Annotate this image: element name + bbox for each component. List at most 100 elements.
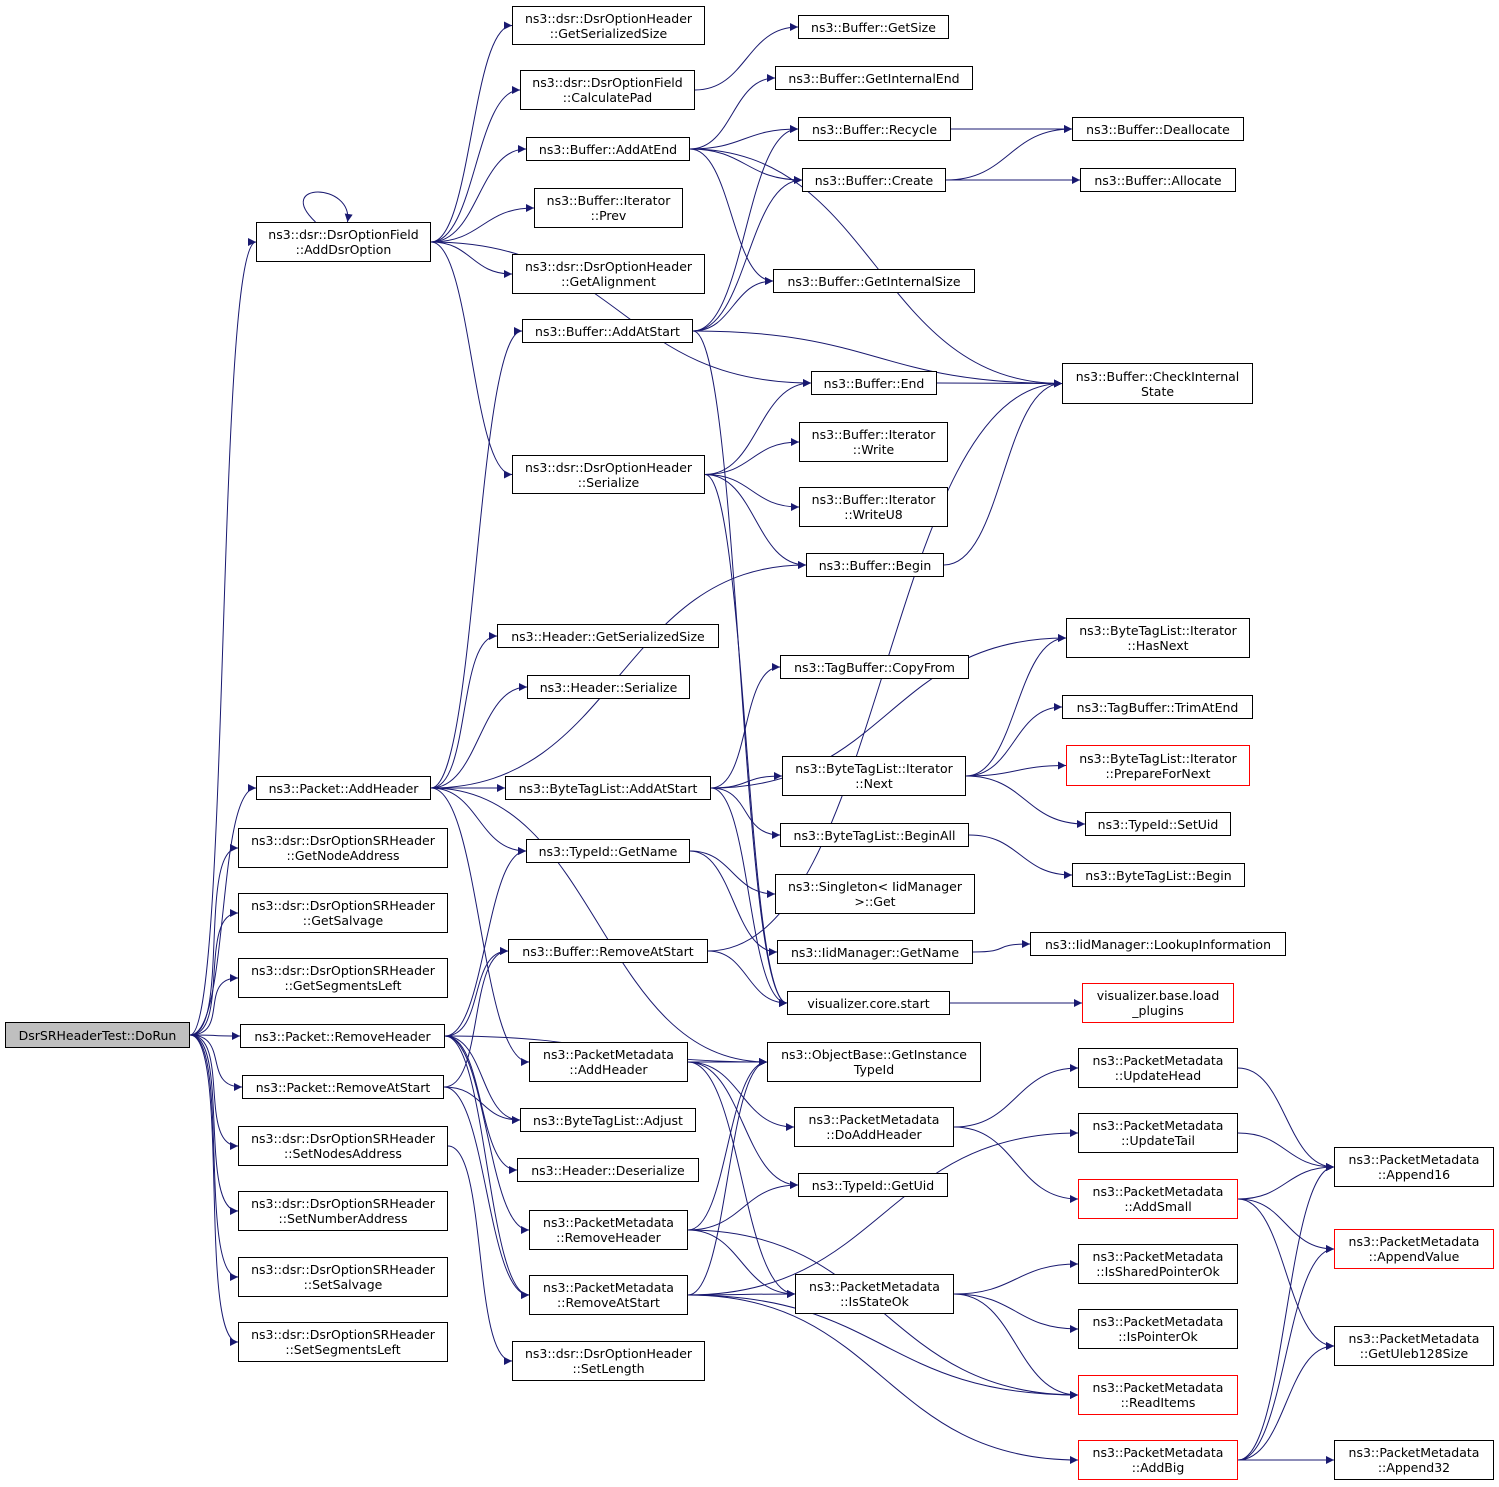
graph-node-set-nodes-address[interactable]: ns3::dsr::DsrOptionSRHeader ::SetNodesAd… — [238, 1126, 448, 1166]
edge-dorun-to-setNumberAddress — [189, 1034, 239, 1215]
edge-pktAddHeader-to-hdrSerialize — [430, 683, 528, 789]
graph-node-singleton-get[interactable]: ns3::Singleton< IidManager >::Get — [775, 874, 975, 914]
edge-pmIsStateOk-to-pmReadItems — [953, 1293, 1079, 1399]
graph-node-set-segments-left[interactable]: ns3::dsr::DsrOptionSRHeader ::SetSegment… — [238, 1322, 448, 1362]
graph-node-pm-is-shared-pointer-ok[interactable]: ns3::PacketMetadata ::IsSharedPointerOk — [1078, 1244, 1238, 1284]
graph-node-type-id-get-name[interactable]: ns3::TypeId::GetName — [526, 839, 690, 863]
graph-node-hdr-get-serialized-size[interactable]: ns3::Header::GetSerializedSize — [497, 624, 719, 648]
edge-pktRemoveAtStart-to-bufRemoveAtStart — [443, 947, 509, 1088]
graph-node-pm-add-big[interactable]: ns3::PacketMetadata ::AddBig — [1078, 1440, 1238, 1480]
graph-node-buf-create[interactable]: ns3::Buffer::Create — [802, 168, 946, 192]
graph-node-buf-add-at-start[interactable]: ns3::Buffer::AddAtStart — [522, 319, 693, 343]
graph-node-set-salvage[interactable]: ns3::dsr::DsrOptionSRHeader ::SetSalvage — [238, 1257, 448, 1297]
edge-pmDoAddHeader-to-pmUpdateHead — [953, 1064, 1079, 1128]
edge-btlBeginAll-to-btlBegin — [968, 834, 1073, 879]
graph-node-hdr-deserialize[interactable]: ns3::Header::Deserialize — [517, 1158, 699, 1182]
edge-pmUpdateHead-to-pmAppend16 — [1237, 1067, 1335, 1171]
graph-node-tb-copy-from[interactable]: ns3::TagBuffer::CopyFrom — [780, 655, 969, 679]
graph-node-btl-begin-all[interactable]: ns3::ByteTagList::BeginAll — [780, 823, 969, 847]
graph-node-obj-get-instance-type-id[interactable]: ns3::ObjectBase::GetInstance TypeId — [767, 1042, 981, 1082]
graph-node-buf-remove-at-start[interactable]: ns3::Buffer::RemoveAtStart — [508, 939, 708, 963]
graph-node-opt-get-alignment[interactable]: ns3::dsr::DsrOptionHeader ::GetAlignment — [512, 254, 705, 294]
graph-node-btl-iter-prepare-for-next[interactable]: ns3::ByteTagList::Iterator ::PrepareForN… — [1066, 745, 1250, 786]
edge-pmIsStateOk-to-pmIsPointerOk — [953, 1293, 1079, 1333]
edge-calculatePad-to-bufGetSize — [694, 23, 799, 91]
edge-pktRemoveHeader-to-pmRemoveAtStart — [444, 1035, 530, 1299]
graph-node-iid-get-name[interactable]: ns3::IidManager::GetName — [777, 940, 973, 964]
graph-node-buf-recycle[interactable]: ns3::Buffer::Recycle — [798, 117, 951, 141]
graph-node-opt-serialize[interactable]: ns3::dsr::DsrOptionHeader ::Serialize — [512, 455, 705, 494]
graph-node-buf-end[interactable]: ns3::Buffer::End — [811, 371, 937, 395]
graph-node-viz-load-plugins[interactable]: visualizer.base.load _plugins — [1082, 983, 1234, 1023]
graph-node-buf-allocate[interactable]: ns3::Buffer::Allocate — [1080, 168, 1236, 192]
graph-node-btl-add-at-start[interactable]: ns3::ByteTagList::AddAtStart — [505, 776, 711, 800]
edge-pktRemoveHeader-to-bufRemoveAtStart — [444, 947, 509, 1037]
graph-node-buf-check-internal-state[interactable]: ns3::Buffer::CheckInternal State — [1062, 363, 1253, 404]
graph-node-buf-begin[interactable]: ns3::Buffer::Begin — [806, 553, 944, 577]
edge-pmIsStateOk-to-pmIsSharedPointerOk — [953, 1260, 1079, 1295]
graph-node-hdr-serialize[interactable]: ns3::Header::Serialize — [527, 675, 690, 699]
graph-node-add-dsr-option[interactable]: ns3::dsr::DsrOptionField ::AddDsrOption — [256, 222, 431, 262]
graph-node-type-id-get-uid[interactable]: ns3::TypeId::GetUid — [798, 1173, 948, 1197]
edge-btlIterNext-to-tbTrimAtEnd — [965, 703, 1063, 777]
graph-node-viz-start[interactable]: visualizer.core.start — [787, 991, 950, 1015]
graph-node-opt-get-serialized-size[interactable]: ns3::dsr::DsrOptionHeader ::GetSerialize… — [512, 6, 705, 45]
edge-bufAddAtStart-to-bufCheckInternalState — [692, 330, 1063, 388]
edge-pmAddSmall-to-pmAppendValue — [1237, 1198, 1335, 1253]
graph-node-pm-add-header[interactable]: ns3::PacketMetadata ::AddHeader — [529, 1042, 688, 1082]
graph-node-get-node-address[interactable]: ns3::dsr::DsrOptionSRHeader ::GetNodeAdd… — [238, 828, 448, 868]
edge-bufEnd-to-bufCheckInternalState — [936, 379, 1063, 388]
graph-node-btl-adjust[interactable]: ns3::ByteTagList::Adjust — [520, 1108, 696, 1132]
graph-node-pkt-remove-header[interactable]: ns3::Packet::RemoveHeader — [240, 1024, 445, 1048]
edge-addDsrOption-to-bufEnd — [430, 241, 812, 387]
graph-node-pm-get-uleb128-size[interactable]: ns3::PacketMetadata ::GetUleb128Size — [1334, 1326, 1494, 1366]
graph-node-get-segments-left[interactable]: ns3::dsr::DsrOptionSRHeader ::GetSegment… — [238, 958, 448, 998]
edge-pmDoAddHeader-to-pmAddSmall — [953, 1126, 1079, 1203]
graph-node-pm-append-value[interactable]: ns3::PacketMetadata ::AppendValue — [1334, 1229, 1494, 1269]
graph-node-opt-set-length[interactable]: ns3::dsr::DsrOptionHeader ::SetLength — [512, 1341, 705, 1381]
edge-typeIdGetName-to-iidGetName — [689, 850, 778, 956]
edge-optSerialize-to-bufBegin — [704, 474, 807, 569]
graph-node-pm-append16[interactable]: ns3::PacketMetadata ::Append16 — [1334, 1147, 1494, 1187]
graph-node-pm-update-tail[interactable]: ns3::PacketMetadata ::UpdateTail — [1078, 1113, 1238, 1153]
edge-pmRemoveAtStart-to-pmUpdateTail — [687, 1129, 1079, 1296]
graph-node-set-number-address[interactable]: ns3::dsr::DsrOptionSRHeader ::SetNumberA… — [238, 1191, 448, 1231]
graph-node-pm-append32[interactable]: ns3::PacketMetadata ::Append32 — [1334, 1440, 1494, 1480]
graph-node-buf-get-internal-size[interactable]: ns3::Buffer::GetInternalSize — [773, 269, 975, 293]
graph-node-btl-begin[interactable]: ns3::ByteTagList::Begin — [1072, 863, 1245, 887]
graph-node-pm-is-pointer-ok[interactable]: ns3::PacketMetadata ::IsPointerOk — [1078, 1309, 1238, 1349]
graph-node-type-id-set-uid[interactable]: ns3::TypeId::SetUid — [1085, 812, 1231, 836]
edge-pktRemoveHeader-to-btlAdjust — [444, 1035, 521, 1124]
graph-node-pkt-remove-at-start[interactable]: ns3::Packet::RemoveAtStart — [242, 1075, 444, 1099]
graph-node-tb-trim-at-end[interactable]: ns3::TagBuffer::TrimAtEnd — [1062, 695, 1253, 719]
edge-pktRemoveHeader-to-pmRemoveHeader — [444, 1035, 530, 1234]
graph-node-pm-remove-at-start[interactable]: ns3::PacketMetadata ::RemoveAtStart — [529, 1275, 688, 1315]
edge-dorun-to-setNodesAddress — [189, 1034, 239, 1150]
graph-node-buf-get-size[interactable]: ns3::Buffer::GetSize — [798, 15, 949, 39]
graph-node-buf-add-at-end[interactable]: ns3::Buffer::AddAtEnd — [526, 137, 690, 161]
graph-node-btl-iter-next[interactable]: ns3::ByteTagList::Iterator ::Next — [782, 756, 966, 796]
graph-node-iter-write[interactable]: ns3::Buffer::Iterator ::Write — [799, 422, 948, 462]
edge-typeIdGetName-to-singletonGet — [689, 850, 776, 898]
graph-node-iid-lookup-information[interactable]: ns3::IidManager::LookupInformation — [1030, 932, 1286, 956]
graph-node-btl-iter-has-next[interactable]: ns3::ByteTagList::Iterator ::HasNext — [1066, 618, 1250, 658]
edge-btlAddAtStart-to-tbCopyFrom — [710, 663, 781, 789]
graph-node-get-salvage[interactable]: ns3::dsr::DsrOptionSRHeader ::GetSalvage — [238, 893, 448, 933]
graph-node-calculate-pad[interactable]: ns3::dsr::DsrOptionField ::CalculatePad — [520, 70, 695, 110]
graph-node-buf-get-internal-end[interactable]: ns3::Buffer::GetInternalEnd — [775, 66, 973, 90]
graph-node-pm-do-add-header[interactable]: ns3::PacketMetadata ::DoAddHeader — [794, 1107, 954, 1147]
graph-node-buf-deallocate[interactable]: ns3::Buffer::Deallocate — [1072, 117, 1244, 141]
graph-node-pm-is-state-ok[interactable]: ns3::PacketMetadata ::IsStateOk — [795, 1274, 954, 1314]
edge-dorun-to-addDsrOption — [189, 238, 257, 1036]
edge-addDsrOption-to-iterPrev — [430, 204, 535, 243]
graph-node-pm-add-small[interactable]: ns3::PacketMetadata ::AddSmall — [1078, 1179, 1238, 1219]
edge-optSerialize-to-bufEnd — [704, 379, 812, 475]
graph-node-pm-remove-header[interactable]: ns3::PacketMetadata ::RemoveHeader — [529, 1210, 688, 1250]
edge-pmAddBig-to-pmGetUleb128Size — [1237, 1342, 1335, 1461]
graph-node-iter-prev[interactable]: ns3::Buffer::Iterator ::Prev — [534, 188, 683, 228]
edge-dorun-to-setSegmentsLeft — [189, 1034, 239, 1346]
graph-node-iter-write-u8[interactable]: ns3::Buffer::Iterator ::WriteU8 — [799, 487, 948, 527]
graph-node-pkt-add-header[interactable]: ns3::Packet::AddHeader — [256, 776, 431, 800]
graph-node-pm-read-items[interactable]: ns3::PacketMetadata ::ReadItems — [1078, 1375, 1238, 1415]
graph-node-pm-update-head[interactable]: ns3::PacketMetadata ::UpdateHead — [1078, 1048, 1238, 1088]
